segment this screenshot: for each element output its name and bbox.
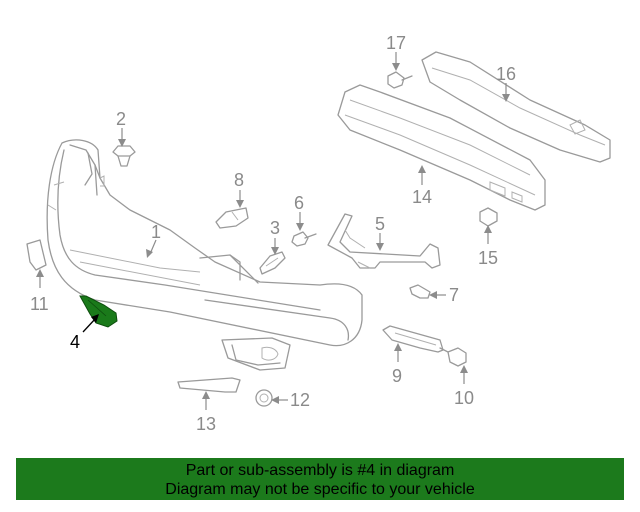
banner-line-2: Diagram may not be specific to your vehi… xyxy=(165,481,475,498)
callout-15: 15 xyxy=(478,248,498,268)
callout-10: 10 xyxy=(454,388,474,408)
callout-8: 8 xyxy=(234,170,244,190)
bolt-part-10 xyxy=(439,347,467,367)
callout-4: 4 xyxy=(70,332,80,352)
callout-13: 13 xyxy=(196,414,216,434)
callouts: 1 2 3 4 5 6 7 8 9 10 xyxy=(30,33,516,434)
bolt-part-15 xyxy=(479,207,498,227)
trim-strip-part-13 xyxy=(177,377,241,393)
callout-6: 6 xyxy=(294,193,304,213)
callout-14: 14 xyxy=(412,187,432,207)
callout-9: 9 xyxy=(392,366,402,386)
side-bracket-part-9 xyxy=(382,325,444,353)
reinforcement-beam-part-14 xyxy=(337,84,546,211)
callout-11: 11 xyxy=(30,294,49,314)
bracket-part-3 xyxy=(259,251,286,275)
bumper-cover-part xyxy=(46,139,363,371)
info-banner: Part or sub-assembly is #4 in diagram Di… xyxy=(16,458,624,500)
callout-17: 17 xyxy=(386,33,406,53)
grommet-part-12 xyxy=(255,389,273,407)
bolt-part-17 xyxy=(387,71,413,89)
callout-5: 5 xyxy=(375,214,385,234)
support-bracket-part-5 xyxy=(327,213,441,269)
parts-diagram: 1 2 3 4 5 6 7 8 9 10 xyxy=(26,33,611,434)
callout-16: 16 xyxy=(496,64,516,84)
callout-1: 1 xyxy=(151,222,161,242)
callout-3: 3 xyxy=(270,218,280,238)
bracket-part-8 xyxy=(215,207,249,229)
callout-7: 7 xyxy=(449,285,459,305)
clip-part-7 xyxy=(409,284,431,299)
bolt-part-6 xyxy=(291,231,317,247)
energy-absorber-part-16 xyxy=(421,51,611,163)
clip-part xyxy=(112,145,136,167)
side-panel-part-11 xyxy=(26,239,47,271)
banner-line-1: Part or sub-assembly is #4 in diagram xyxy=(185,462,455,479)
callout-2: 2 xyxy=(116,109,126,129)
callout-12: 12 xyxy=(290,390,310,410)
